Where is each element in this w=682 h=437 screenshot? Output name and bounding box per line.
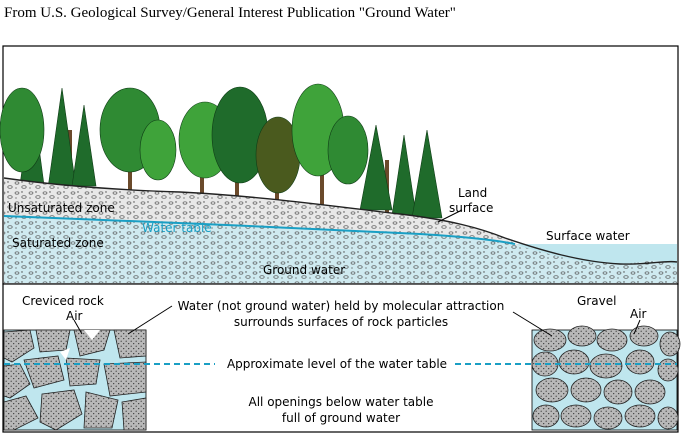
- label-gravel: Gravel: [577, 294, 616, 308]
- label-water-table: Water table: [142, 221, 212, 235]
- gravel-block: [532, 326, 680, 430]
- label-ground-water: Ground water: [263, 263, 345, 277]
- label-saturated-zone: Saturated zone: [12, 236, 104, 250]
- label-air-right: Air: [630, 307, 647, 321]
- label-surface-water: Surface water: [546, 229, 630, 243]
- label-unsaturated-zone: Unsaturated zone: [8, 201, 115, 215]
- label-molecular-2: surrounds surfaces of rock particles: [234, 315, 448, 329]
- label-land-surface-2: surface: [449, 201, 493, 215]
- creviced-rock-block: [4, 330, 146, 430]
- label-air-left: Air: [66, 309, 83, 323]
- label-openings-1: All openings below water table: [249, 395, 434, 409]
- label-openings-2: full of ground water: [282, 411, 400, 425]
- label-approx-level: Approximate level of the water table: [227, 357, 447, 371]
- label-creviced-rock: Creviced rock: [22, 294, 104, 308]
- label-molecular-1: Water (not ground water) held by molecul…: [178, 299, 505, 313]
- label-land-surface-1: Land: [458, 186, 487, 200]
